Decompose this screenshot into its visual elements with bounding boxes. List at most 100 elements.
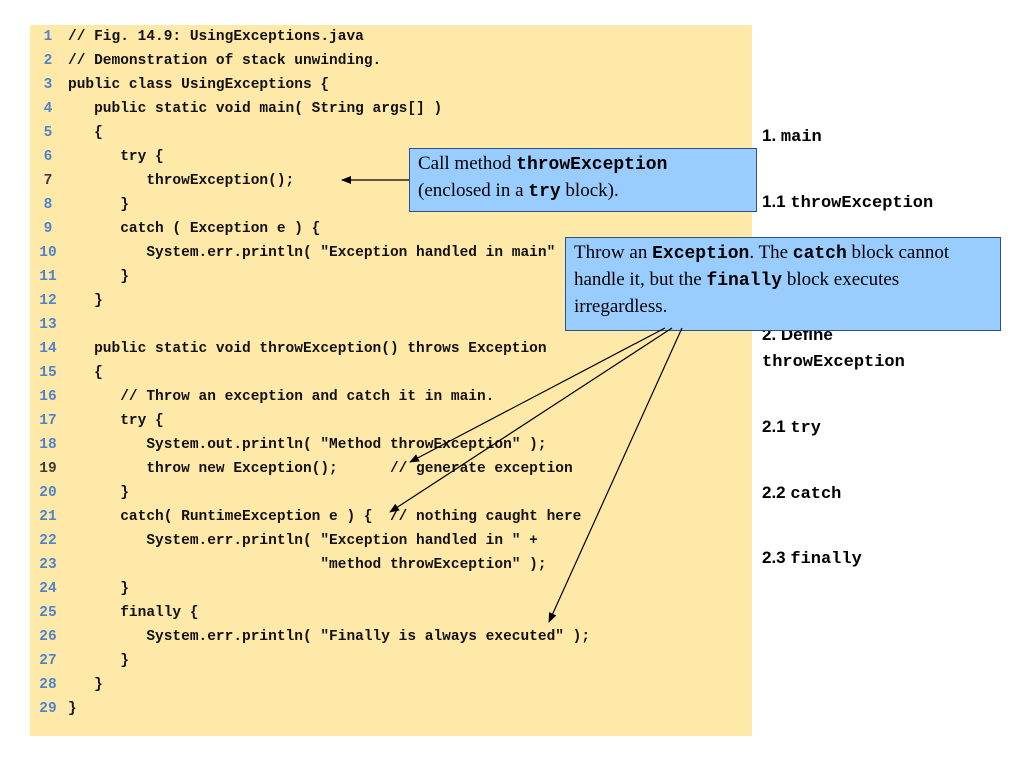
- line-number: 3: [43, 77, 53, 93]
- outline-item-3-code-line: throwException: [762, 351, 905, 372]
- code-line: 18 System.out.println( "Method throwExce…: [30, 433, 752, 457]
- line-number: 17: [39, 413, 57, 429]
- code-text: System.err.println( "Exception handled i…: [68, 533, 538, 549]
- code-text: }: [68, 485, 129, 501]
- code-line: 7 throwException();: [30, 169, 752, 193]
- arrow-to-method-println: [409, 327, 666, 463]
- callout-throw-exception: Throw an Exception. The catch block cann…: [565, 237, 1001, 331]
- line-number: 5: [43, 125, 53, 141]
- line-number: 25: [39, 605, 57, 621]
- code-text: {: [68, 365, 103, 381]
- line-number: 29: [39, 701, 57, 717]
- code-text: }: [68, 197, 129, 213]
- code-text: public static void main( String args[] ): [68, 101, 443, 117]
- code-line: 6 try {: [30, 145, 752, 169]
- code-line: 10 System.err.println( "Exception handle…: [30, 241, 752, 265]
- code-text: catch( RuntimeException e ) { // nothing…: [68, 509, 582, 525]
- line-number: 18: [39, 437, 57, 453]
- code-text: public static void throwException() thro…: [68, 341, 547, 357]
- line-number: 8: [43, 197, 53, 213]
- code-line: 3 public class UsingExceptions {: [30, 73, 752, 97]
- outline-item-6-code: finally: [790, 550, 862, 569]
- code-text: {: [68, 125, 103, 141]
- code-line: 4 public static void main( String args[]…: [30, 97, 752, 121]
- line-number: 19: [39, 461, 57, 477]
- code-text: }: [68, 293, 103, 309]
- code-line: 26 System.err.println( "Finally is alway…: [30, 625, 752, 649]
- outline-item-1: 1. main: [762, 126, 822, 147]
- line-number: 9: [43, 221, 53, 237]
- line-number: 6: [43, 149, 53, 165]
- outline-item-6: 2.3 finally: [762, 548, 862, 569]
- code-text: // Throw an exception and catch it in ma…: [68, 389, 495, 405]
- code-line: 13: [30, 313, 752, 337]
- outline-item-6-number: 2.3: [762, 548, 786, 567]
- code-line: 16 // Throw an exception and catch it in…: [30, 385, 752, 409]
- line-number: 20: [39, 485, 57, 501]
- callout-1-code-1: throwException: [516, 155, 668, 175]
- line-number: 14: [39, 341, 57, 357]
- outline-item-1-code: main: [780, 128, 822, 147]
- callout-1-text-1: Call method: [418, 153, 517, 174]
- code-text: throwException();: [68, 173, 295, 189]
- callout-2-text-1: Throw an: [574, 242, 653, 263]
- callout-2-code-2: catch: [792, 244, 847, 264]
- code-line: 12 }: [30, 289, 752, 313]
- code-line: 5 {: [30, 121, 752, 145]
- line-number: 26: [39, 629, 57, 645]
- code-line: 19 throw new Exception(); // generate ex…: [30, 457, 752, 481]
- code-line: 28 }: [30, 673, 752, 697]
- outline-item-2: 1.1 throwException: [762, 192, 933, 213]
- line-number: 7: [43, 173, 53, 189]
- callout-1-text-2: (enclosed in a: [418, 180, 529, 201]
- code-line: 29}: [30, 697, 752, 721]
- arrow-to-throw-statement: [389, 327, 673, 513]
- code-line: 23 "method throwException" );: [30, 553, 752, 577]
- line-number: 1: [43, 29, 53, 45]
- line-number: 23: [39, 557, 57, 573]
- line-number: 16: [39, 389, 57, 405]
- line-number: 13: [39, 317, 57, 333]
- outline-item-2-code: throwException: [790, 194, 934, 213]
- code-text: }: [68, 701, 77, 717]
- line-number: 27: [39, 653, 57, 669]
- code-text: catch ( Exception e ) {: [68, 221, 321, 237]
- arrow-to-finally-println: [548, 327, 683, 623]
- code-text: System.out.println( "Method throwExcepti…: [68, 437, 547, 453]
- code-text: public class UsingExceptions {: [68, 77, 330, 93]
- callout-2-code-1: Exception: [652, 244, 750, 264]
- outline-item-4: 2.1 try: [762, 417, 821, 438]
- outline-item-5-number: 2.2: [762, 483, 786, 502]
- line-number: 2: [43, 53, 53, 69]
- code-text: }: [68, 677, 103, 693]
- code-line: 14 public static void throwException() t…: [30, 337, 752, 361]
- outline-item-4-code: try: [790, 419, 821, 438]
- code-text: try {: [68, 413, 164, 429]
- code-text: }: [68, 269, 129, 285]
- code-line: 17 try {: [30, 409, 752, 433]
- code-text: }: [68, 653, 129, 669]
- line-number: 24: [39, 581, 57, 597]
- code-text: try {: [68, 149, 164, 165]
- callout-1-code-2: try: [528, 182, 561, 202]
- line-number: 4: [43, 101, 53, 117]
- line-number: 21: [39, 509, 57, 525]
- code-line: 1// Fig. 14.9: UsingExceptions.java: [30, 25, 752, 49]
- outline-item-4-number: 2.1: [762, 417, 786, 436]
- code-text: "method throwException" );: [68, 557, 547, 573]
- line-number: 28: [39, 677, 57, 693]
- code-line: 15 {: [30, 361, 752, 385]
- code-line: 20 }: [30, 481, 752, 505]
- code-text: throw new Exception(); // generate excep…: [68, 461, 573, 477]
- code-line: 2// Demonstration of stack unwinding.: [30, 49, 752, 73]
- callout-2-text-4: block executes irregardless.: [574, 269, 900, 317]
- callout-1-text-3: block).: [560, 180, 619, 201]
- outline-item-2-number: 1.1: [762, 192, 786, 211]
- line-number: 15: [39, 365, 57, 381]
- line-number: 11: [39, 269, 57, 285]
- outline-item-5: 2.2 catch: [762, 483, 841, 504]
- line-number: 22: [39, 533, 57, 549]
- code-line: 9 catch ( Exception e ) {: [30, 217, 752, 241]
